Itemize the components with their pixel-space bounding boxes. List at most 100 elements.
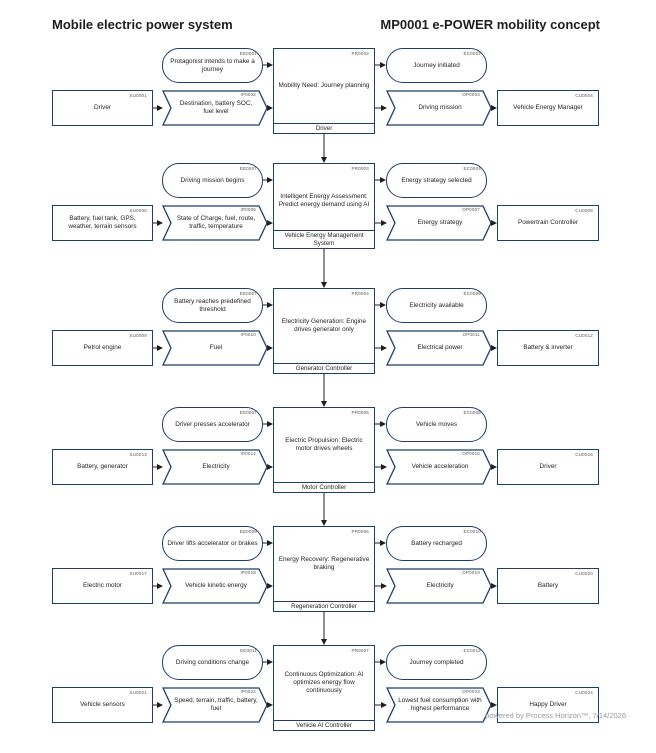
event-in-6-code: EE0011 bbox=[240, 648, 257, 653]
input-flow-3-code: IP0010 bbox=[240, 332, 256, 337]
diagram-title-left: Mobile electric power system bbox=[52, 17, 233, 32]
input-flow-6-label: Speed, terrain, traffic, battery, fuel bbox=[174, 697, 258, 712]
supplier-6-label: Vehicle sensors bbox=[80, 701, 125, 708]
customer-4-label: Driver bbox=[539, 463, 557, 470]
customer-1-label: Vehicle Energy Manager bbox=[513, 104, 583, 111]
event-out-6-code: EC0012 bbox=[463, 648, 481, 653]
process-2-code: PR0003 bbox=[351, 166, 369, 171]
event-out-3-label: Electricity available bbox=[409, 301, 464, 309]
output-flow-2-code: OP0007 bbox=[462, 207, 480, 212]
event-out-4-label: Vehicle moves bbox=[415, 420, 458, 428]
output-flow-5-code: OP0019 bbox=[462, 570, 480, 575]
customer-2-code: CU0008 bbox=[575, 208, 593, 213]
input-flow-6-code: IP0022 bbox=[240, 689, 256, 694]
event-out-2-label: Energy strategy selected bbox=[401, 176, 472, 184]
process-3-owner: Generator Controller bbox=[274, 362, 374, 373]
supplier-2-code: SU0005 bbox=[129, 208, 147, 213]
customer-3-label: Battery & inverter bbox=[523, 344, 573, 351]
input-flow-5-label: Vehicle kinetic energy bbox=[185, 582, 247, 589]
output-flow-6-code: OP0023 bbox=[462, 689, 480, 694]
supplier-5-code: SU0017 bbox=[129, 571, 147, 576]
process-4-label: Electric Propulsion: Electric motor driv… bbox=[285, 437, 363, 452]
customer-6-label: Happy Driver bbox=[529, 701, 567, 708]
input-flow-1-label: Destination, battery SOC, fuel level bbox=[179, 100, 253, 115]
process-3-code: PR0004 bbox=[351, 291, 369, 296]
event-out-6-label: Journey completed bbox=[409, 658, 464, 666]
event-out-1-label: Journey initiated bbox=[413, 61, 460, 69]
process-1-code: PR0002 bbox=[351, 51, 369, 56]
event-in-1-label: Protagonist intends to make a journey bbox=[170, 57, 255, 73]
event-in-2-label: Driving mission begins bbox=[180, 176, 245, 184]
input-flow-4-code: IP0014 bbox=[240, 451, 256, 456]
input-flow-3-label: Fuel bbox=[209, 344, 223, 351]
customer-1-code: CU0004 bbox=[575, 93, 593, 98]
supplier-4-code: SU0013 bbox=[129, 452, 147, 457]
supplier-1-code: SU0001 bbox=[129, 93, 147, 98]
output-flow-4-code: OP0015 bbox=[462, 451, 480, 456]
event-out-5-code: EC0010 bbox=[463, 529, 481, 534]
supplier-3-code: SU0009 bbox=[129, 333, 147, 338]
supplier-2-label: Battery, fuel tank, GPS, weather, terrai… bbox=[68, 215, 137, 230]
event-out-1-code: EC0002 bbox=[463, 51, 481, 56]
process-6-code: PR0007 bbox=[351, 648, 369, 653]
process-6-label: Continuous Optimization: AI optimizes en… bbox=[284, 671, 364, 694]
event-in-5-label: Driver lifts accelerator or brakes bbox=[167, 539, 258, 547]
customer-3-code: CU0012 bbox=[575, 333, 593, 338]
supplier-5-label: Electric motor bbox=[82, 582, 123, 589]
process-5-code: PR0006 bbox=[351, 529, 369, 534]
event-in-3-label: Battery reaches predefined threshold bbox=[174, 297, 251, 313]
supplier-1-label: Driver bbox=[93, 104, 112, 111]
output-flow-4-label: Vehicle acceleration bbox=[411, 463, 469, 470]
output-flow-1-code: OP0003 bbox=[462, 92, 480, 97]
event-out-2-code: EC0004 bbox=[463, 166, 481, 171]
input-flow-4-label: Electricity bbox=[202, 463, 230, 470]
supplier-6-code: SU0021 bbox=[129, 690, 147, 695]
output-flow-3-code: OP0011 bbox=[462, 332, 480, 337]
event-in-4-label: Driver presses accelerator bbox=[175, 420, 250, 428]
input-flow-2-code: IP0006 bbox=[240, 207, 256, 212]
